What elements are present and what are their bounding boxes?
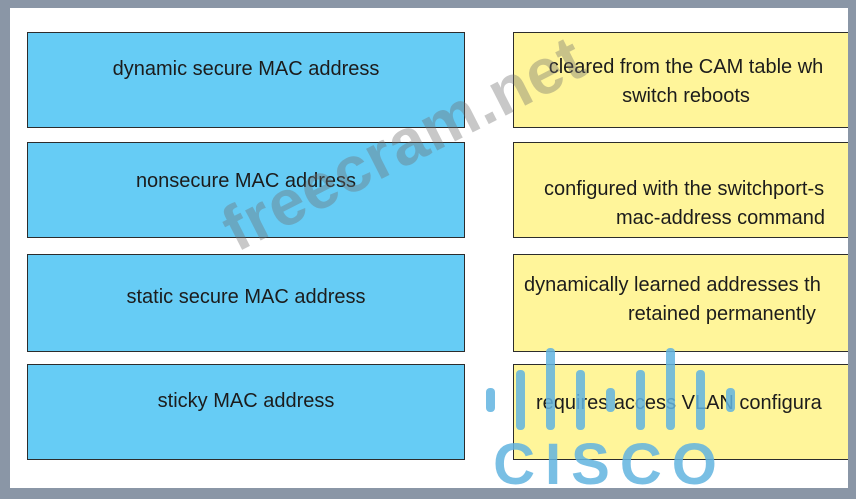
right-item-line2: mac-address command <box>616 207 825 229</box>
drag-drop-panel: dynamic secure MAC address nonsecure MAC… <box>10 8 848 488</box>
right-item-configured-command[interactable]: configured with the switchport-s mac-add… <box>513 142 848 238</box>
left-item-label: dynamic secure MAC address <box>112 58 380 80</box>
right-item-line1: configured with the switchport-s <box>544 178 825 200</box>
right-item-line1: cleared from the CAM table wh <box>548 56 824 78</box>
right-item-text: configured with the switchport-s mac-add… <box>544 175 825 233</box>
left-item-label: sticky MAC address <box>157 390 335 412</box>
left-item-label: nonsecure MAC address <box>135 170 357 192</box>
right-item-access-vlan[interactable]: requires access VLAN configura <box>513 364 848 460</box>
right-item-retained-permanently[interactable]: dynamically learned addresses th retaine… <box>513 254 848 352</box>
left-item-label: static secure MAC address <box>126 286 366 308</box>
left-item-nonsecure[interactable]: nonsecure MAC address <box>27 142 465 238</box>
right-item-text: cleared from the CAM table wh switch reb… <box>549 53 824 111</box>
right-item-line2: retained permanently <box>628 303 816 325</box>
right-item-line1: dynamically learned addresses th <box>524 274 821 296</box>
right-item-line2: switch reboots <box>622 85 750 107</box>
right-item-cleared-on-reboot[interactable]: cleared from the CAM table wh switch reb… <box>513 32 848 128</box>
left-item-dynamic-secure[interactable]: dynamic secure MAC address <box>27 32 465 128</box>
right-item-text: dynamically learned addresses th retaine… <box>524 271 821 329</box>
right-item-line1: requires access VLAN configura <box>536 392 822 414</box>
left-item-sticky[interactable]: sticky MAC address <box>27 364 465 460</box>
left-item-static-secure[interactable]: static secure MAC address <box>27 254 465 352</box>
